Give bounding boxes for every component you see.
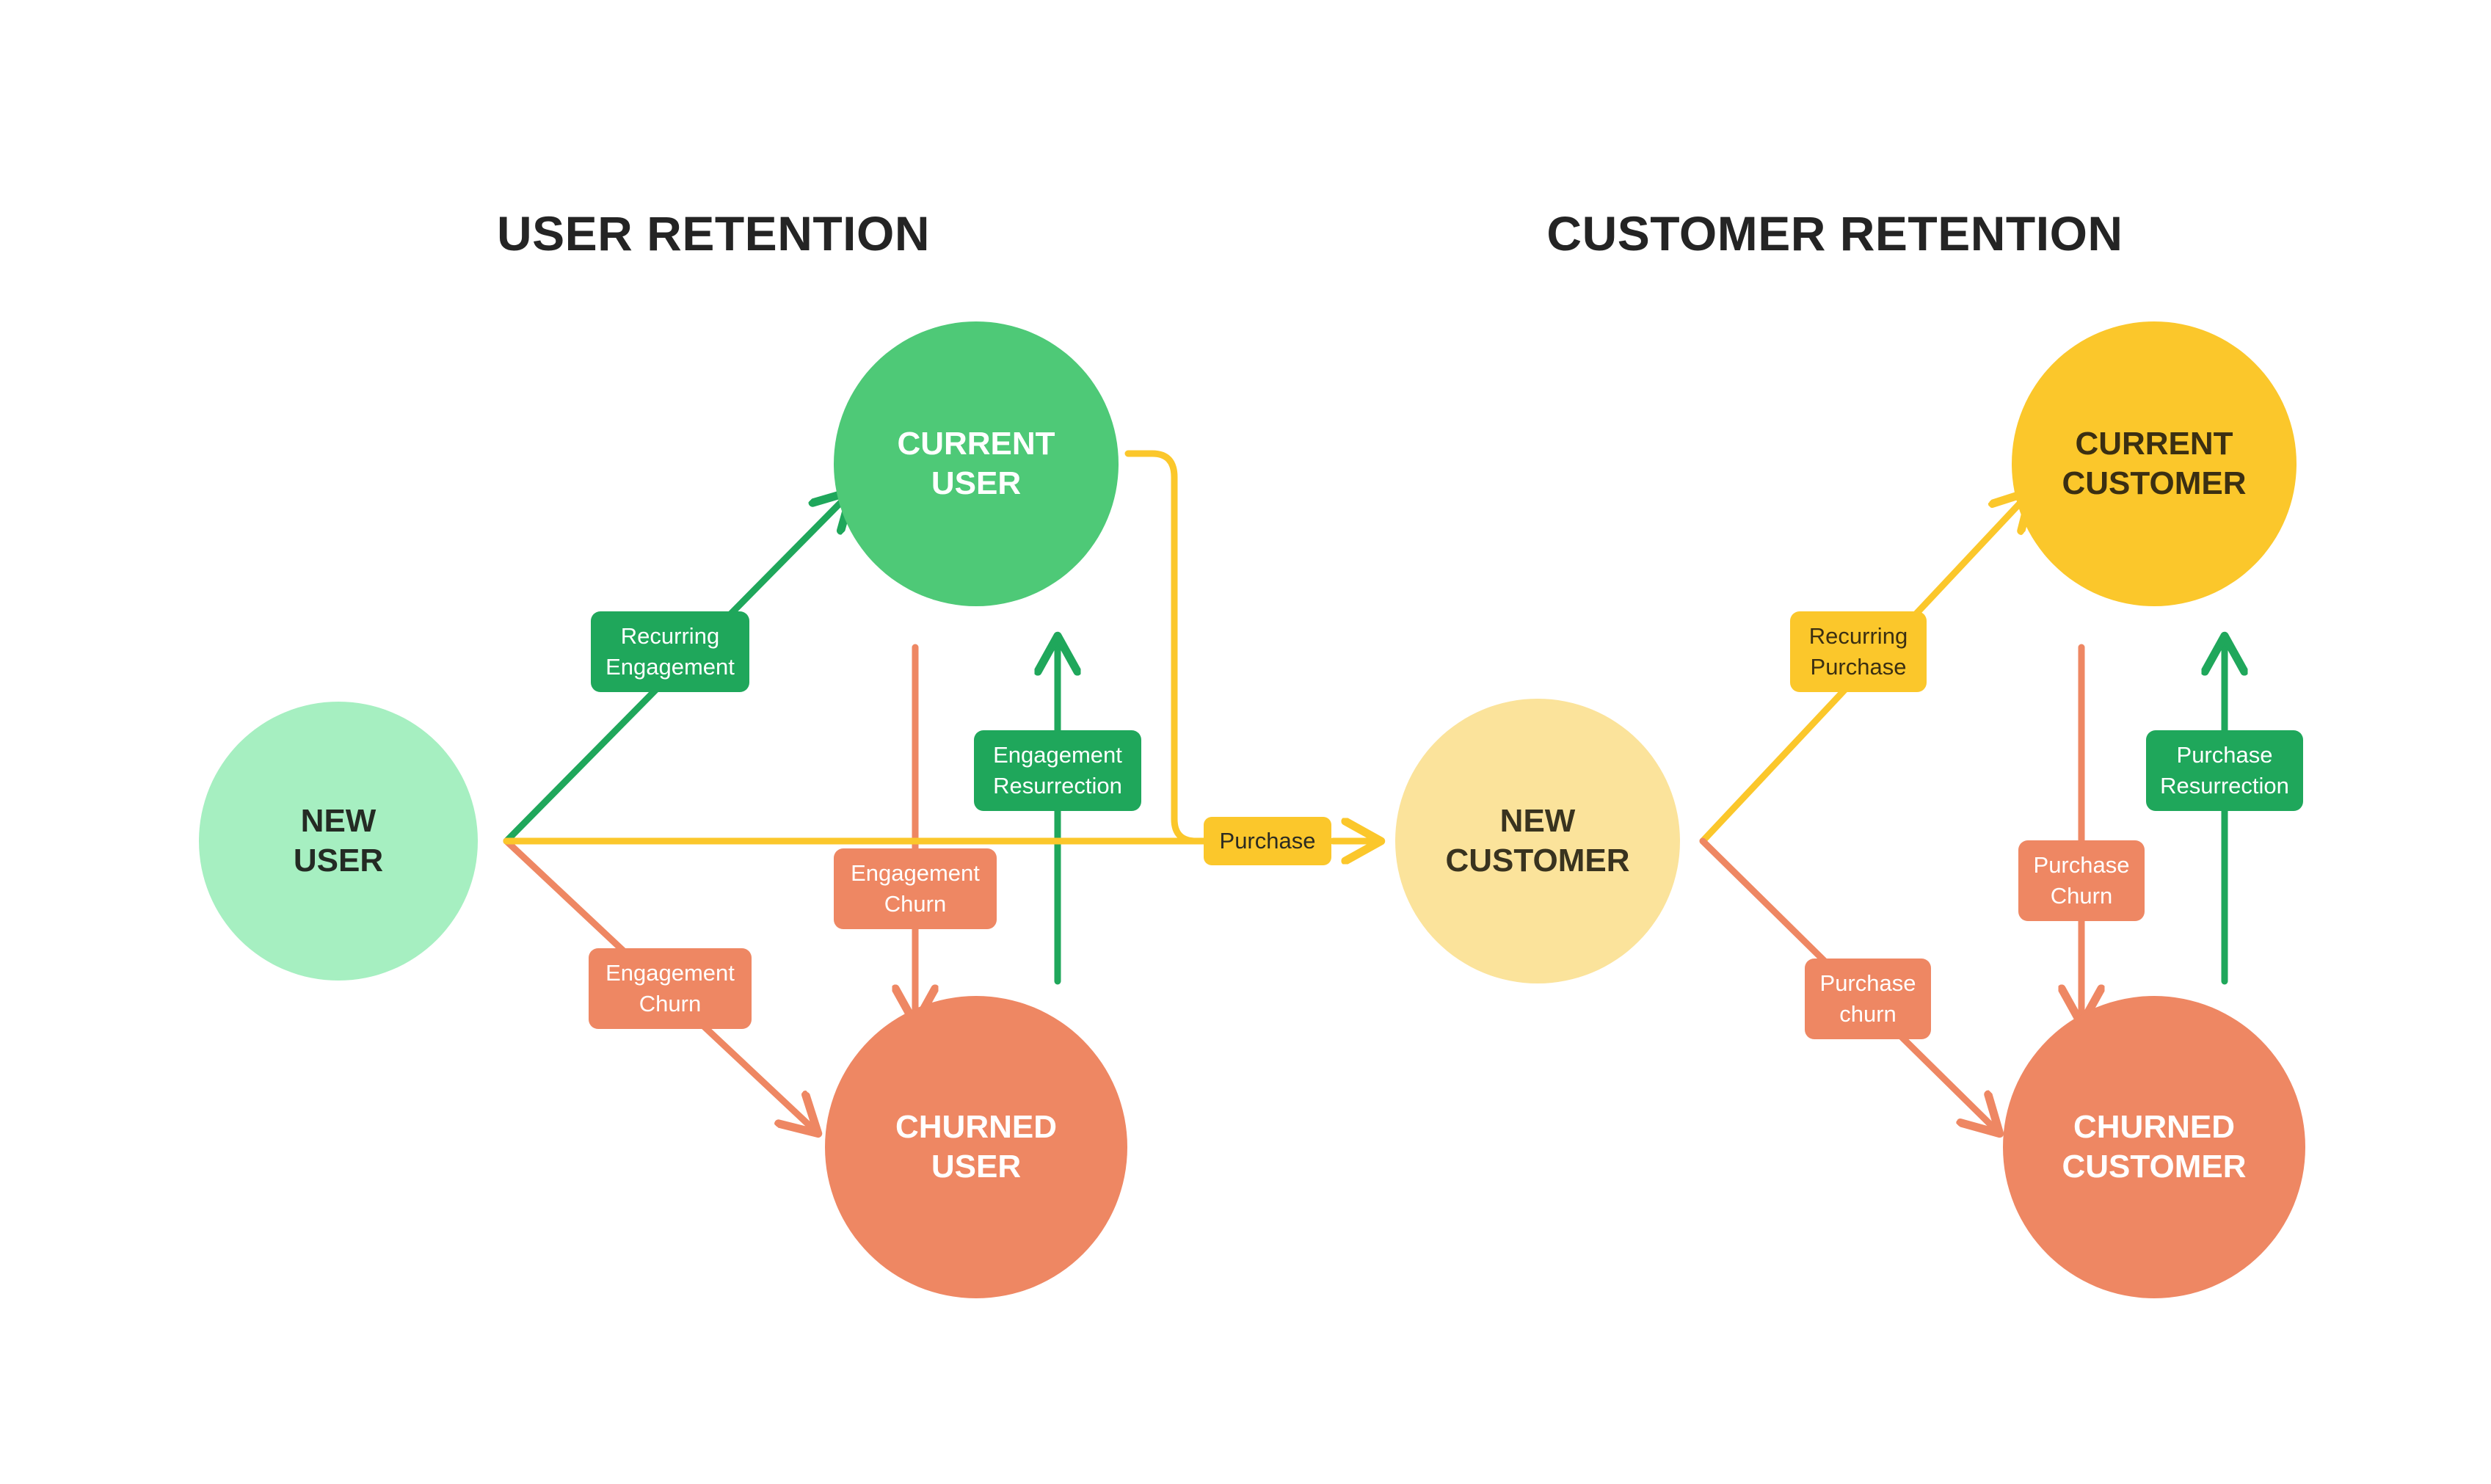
chip-purchase-resurrection-line-1: Purchase — [2176, 741, 2273, 768]
node-new-customer[interactable]: NEW CUSTOMER — [1395, 699, 1680, 983]
chip-engagement-churn-current-user[interactable]: Engagement Churn — [834, 848, 997, 929]
node-churned-user[interactable]: CHURNED USER — [825, 996, 1127, 1298]
chip-engagement-churn-new-user-line-2: Churn — [639, 991, 702, 1016]
chip-recurring-engagement-line-1: Recurring — [620, 622, 720, 649]
chip-engagement-resurrection[interactable]: Engagement Resurrection — [974, 730, 1141, 811]
chip-engagement-churn-new-user[interactable]: Engagement Churn — [589, 948, 752, 1029]
node-current-user[interactable]: CURRENT USER — [834, 321, 1119, 606]
node-churned-customer[interactable]: CHURNED CUSTOMER — [2003, 996, 2305, 1298]
node-new-user-line-1: NEW — [300, 803, 377, 840]
node-churned-customer-line-1: CHURNED — [2073, 1109, 2235, 1146]
chip-purchase-churn-current-customer[interactable]: Purchase Churn — [2018, 840, 2145, 921]
chip-engagement-churn-current-user-line-1: Engagement — [851, 859, 980, 886]
chip-engagement-churn-new-user-line-1: Engagement — [606, 959, 735, 986]
chip-purchase-resurrection-line-2: Resurrection — [2160, 773, 2289, 799]
chip-purchase-resurrection[interactable]: Purchase Resurrection — [2146, 730, 2303, 811]
chip-engagement-resurrection-line-2: Resurrection — [993, 773, 1122, 799]
node-current-user-line-2: USER — [931, 465, 1022, 501]
chip-engagement-resurrection-line-1: Engagement — [993, 741, 1122, 768]
chip-purchase-churn-new-customer[interactable]: Purchase churn — [1805, 959, 1931, 1039]
chip-recurring-engagement[interactable]: Recurring Engagement — [591, 611, 749, 692]
chip-engagement-churn-current-user-line-2: Churn — [884, 891, 947, 917]
node-new-customer-line-2: CUSTOMER — [1445, 843, 1630, 879]
chip-purchase-churn-new-customer-line-2: churn — [1839, 1001, 1897, 1027]
chip-recurring-purchase-line-1: Recurring — [1808, 622, 1908, 649]
chip-recurring-purchase-line-2: Purchase — [1810, 654, 1907, 680]
chip-purchase-churn-new-customer-line-1: Purchase — [1819, 970, 1916, 996]
chip-purchase-bridge-label: Purchase — [1219, 827, 1316, 854]
node-current-customer-line-1: CURRENT — [2075, 426, 2233, 462]
node-churned-customer-line-2: CUSTOMER — [2062, 1149, 2247, 1185]
chip-recurring-purchase[interactable]: Recurring Purchase — [1790, 611, 1927, 692]
node-churned-user-line-2: USER — [931, 1149, 1022, 1185]
chip-purchase-bridge[interactable]: Purchase — [1204, 817, 1331, 865]
chip-recurring-engagement-line-2: Engagement — [606, 654, 735, 680]
section-title-user-retention: USER RETENTION — [496, 206, 931, 261]
chip-purchase-churn-current-customer-line-2: Churn — [2050, 883, 2113, 909]
chip-purchase-churn-current-customer-line-1: Purchase — [2033, 851, 2130, 878]
node-current-customer[interactable]: CURRENT CUSTOMER — [2012, 321, 2297, 606]
node-new-user[interactable]: NEW USER — [199, 702, 478, 981]
node-churned-user-line-1: CHURNED — [895, 1109, 1057, 1146]
node-new-customer-line-1: NEW — [1499, 803, 1576, 840]
section-title-customer-retention: CUSTOMER RETENTION — [1546, 206, 2123, 261]
node-current-customer-line-2: CUSTOMER — [2062, 465, 2247, 501]
node-current-user-line-1: CURRENT — [897, 426, 1055, 462]
node-new-user-line-2: USER — [293, 843, 384, 879]
